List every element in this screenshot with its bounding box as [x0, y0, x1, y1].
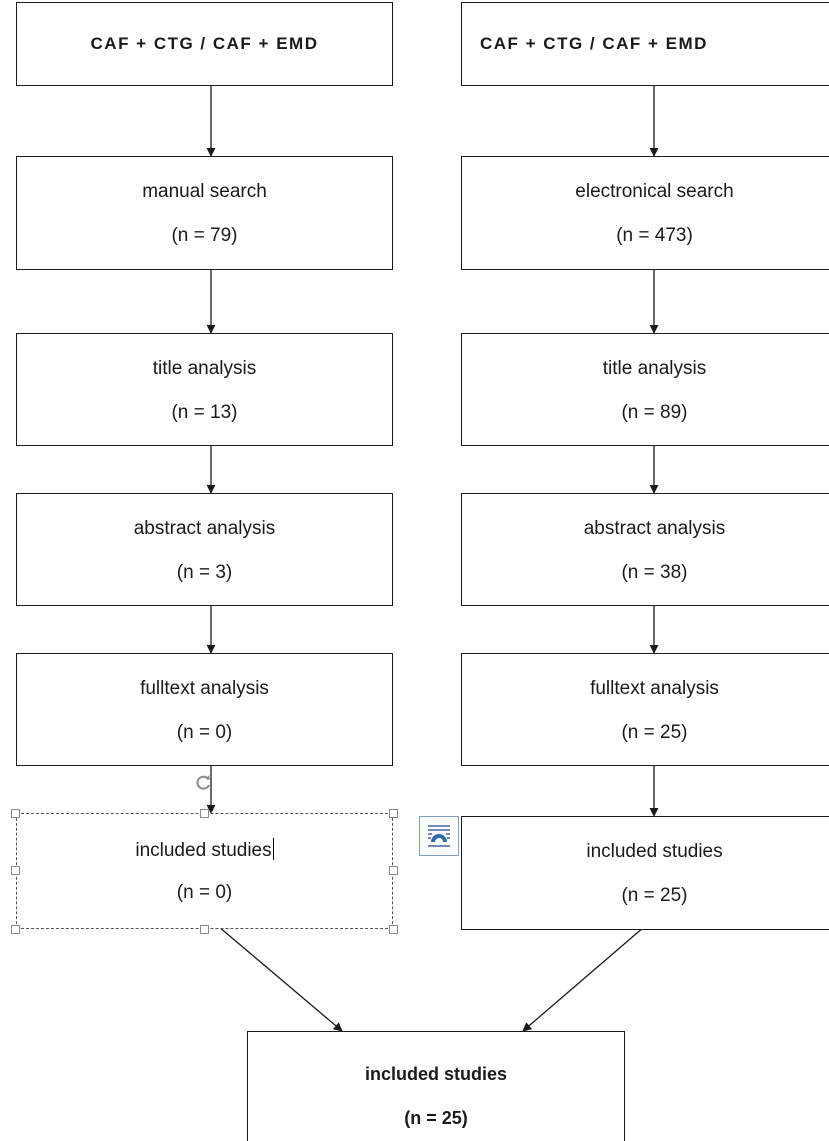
right-search-count: (n = 473): [616, 225, 693, 246]
arrow-left-included-to-final: [211, 920, 343, 1032]
left-title-analysis-count: (n = 13): [171, 402, 238, 423]
left-fulltext-analysis-count: (n = 0): [176, 722, 233, 743]
final-included-label: included studies: [364, 1064, 508, 1084]
right-included-box[interactable]: included studies (n = 25): [461, 816, 829, 930]
left-title-analysis-box[interactable]: title analysis (n = 13): [16, 333, 393, 446]
left-title-analysis-label: title analysis: [152, 358, 257, 379]
right-title-analysis-box[interactable]: title analysis (n = 89): [461, 333, 829, 446]
left-included-count: (n = 0): [176, 882, 233, 903]
right-fulltext-analysis-label: fulltext analysis: [590, 678, 719, 699]
right-abstract-analysis-label: abstract analysis: [583, 518, 726, 539]
resize-handle-bottom-right[interactable]: [389, 925, 398, 934]
text-cursor: [272, 838, 274, 860]
right-title-analysis-label: title analysis: [602, 358, 707, 379]
resize-handle-top-center[interactable]: [200, 809, 209, 818]
right-header-text: CAF + CTG / CAF + EMD: [480, 34, 708, 53]
left-header-text: CAF + CTG / CAF + EMD: [90, 34, 319, 53]
left-search-box[interactable]: manual search (n = 79): [16, 156, 393, 270]
final-included-count: (n = 25): [404, 1108, 468, 1128]
left-search-count: (n = 79): [171, 225, 238, 246]
left-abstract-analysis-box[interactable]: abstract analysis (n = 3): [16, 493, 393, 606]
right-abstract-analysis-box[interactable]: abstract analysis (n = 38): [461, 493, 829, 606]
right-header-box[interactable]: CAF + CTG / CAF + EMD: [461, 2, 829, 86]
resize-handle-middle-left[interactable]: [11, 866, 20, 875]
right-search-box[interactable]: electronical search (n = 473): [461, 156, 829, 270]
resize-handle-top-right[interactable]: [389, 809, 398, 818]
left-included-label: included studies: [135, 840, 272, 861]
left-fulltext-analysis-box[interactable]: fulltext analysis (n = 0): [16, 653, 393, 766]
final-included-box[interactable]: included studies (n = 25): [247, 1031, 625, 1141]
left-fulltext-analysis-label: fulltext analysis: [140, 678, 269, 699]
resize-handle-bottom-center[interactable]: [200, 925, 209, 934]
layout-options-icon[interactable]: [419, 816, 459, 856]
left-header-box[interactable]: CAF + CTG / CAF + EMD: [16, 2, 393, 86]
rotate-handle-icon[interactable]: [193, 772, 215, 799]
arrow-right-included-to-final: [522, 920, 652, 1032]
right-search-label: electronical search: [575, 181, 734, 202]
left-search-label: manual search: [142, 181, 267, 202]
resize-handle-middle-right[interactable]: [389, 866, 398, 875]
left-included-label-line: included studies: [17, 838, 392, 862]
right-abstract-analysis-count: (n = 38): [621, 562, 688, 583]
left-abstract-analysis-count: (n = 3): [176, 562, 233, 583]
right-included-count: (n = 25): [621, 885, 688, 906]
right-title-analysis-count: (n = 89): [621, 402, 688, 423]
left-included-box[interactable]: included studies (n = 0): [16, 813, 393, 929]
left-abstract-analysis-label: abstract analysis: [133, 518, 276, 539]
resize-handle-bottom-left[interactable]: [11, 925, 20, 934]
right-fulltext-analysis-box[interactable]: fulltext analysis (n = 25): [461, 653, 829, 766]
resize-handle-top-left[interactable]: [11, 809, 20, 818]
right-fulltext-analysis-count: (n = 25): [621, 722, 688, 743]
right-included-label: included studies: [586, 841, 723, 862]
